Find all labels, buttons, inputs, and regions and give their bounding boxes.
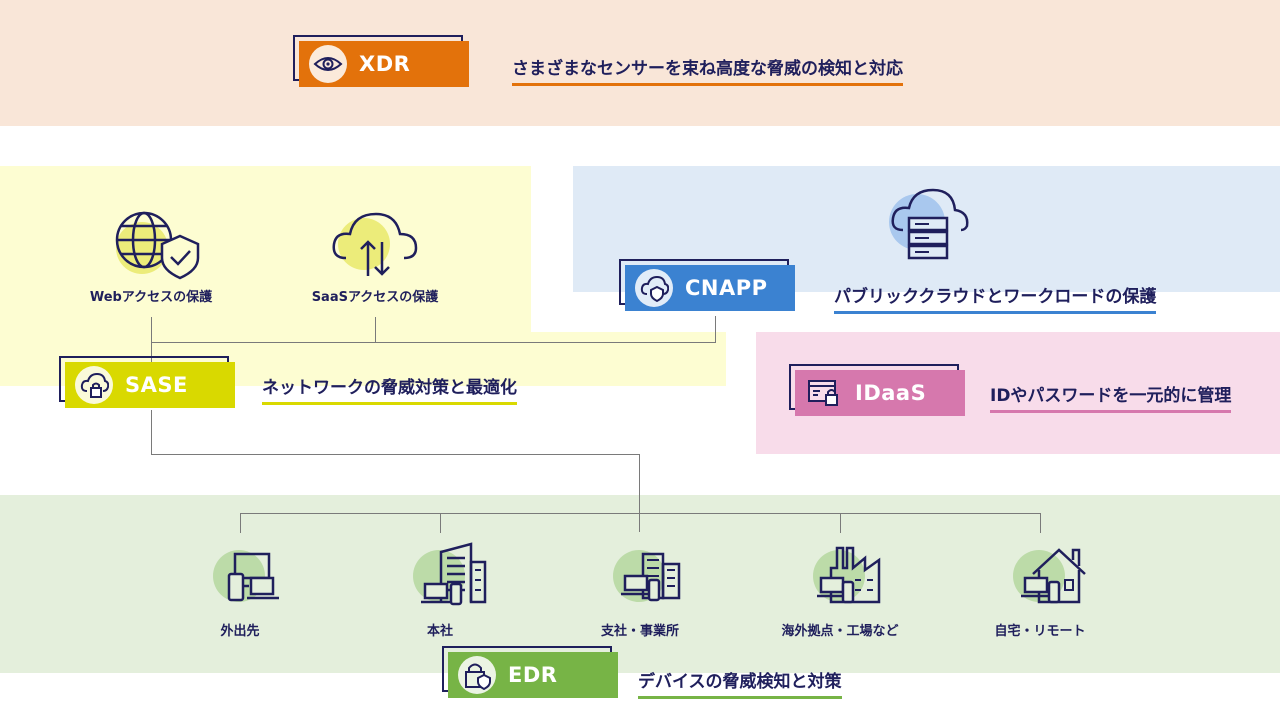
connector-cnapp-down [715,316,716,343]
connector-loc-5 [1040,513,1041,533]
cnapp-badge: CNAPP [619,259,795,311]
cnapp-badge-fill: CNAPP [625,265,795,311]
branch-office-icon [585,540,695,614]
sase-item-web: Webアクセスの保護 [71,206,231,305]
edr-location-overseas: 海外拠点・工場など [760,540,920,639]
connector-loc-1 [240,513,241,533]
edr-label: EDR [508,663,558,687]
factory-icon [785,540,895,614]
cloud-server-icon [865,186,975,260]
sase-description: ネットワークの脅威対策と最適化 [262,373,517,405]
edr-location-label: 自宅・リモート [994,624,1086,639]
idaas-label: IDaaS [855,381,927,405]
sase-item-label: SaaSアクセスの保護 [311,290,439,305]
idaas-badge-fill: IDaaS [795,370,965,416]
cnapp-description: パブリッククラウドとワークロードの保護 [834,282,1157,314]
edr-location-label: 本社 [426,624,453,639]
xdr-badge: XDR [293,35,469,87]
connector-loc-4 [840,513,841,533]
edr-location-label: 支社・事業所 [600,624,679,639]
connector-saas-down [375,317,376,343]
idaas-description: IDやパスワードを一元的に管理 [990,381,1232,413]
sase-badge: SASE [59,356,235,408]
edr-location-outside: 外出先 [160,540,320,639]
edr-badge-fill: EDR [448,652,618,698]
sase-item-label: Webアクセスの保護 [89,290,213,305]
id-lock-icon [805,374,843,412]
cloud-lock-icon [75,366,113,404]
edr-location-branch: 支社・事業所 [560,540,720,639]
connector-horizontal-bottom [240,513,1041,514]
connector-loc-2 [440,513,441,533]
connector-center-down [639,454,640,532]
edr-description: デバイスの脅威検知と対策 [638,667,842,699]
edr-badge: EDR [442,646,618,698]
eye-icon [309,45,347,83]
lock-shield-icon [458,656,496,694]
home-icon [985,540,1095,614]
xdr-section [0,0,1280,126]
headquarters-building-icon [385,540,495,614]
xdr-description: さまざまなセンサーを束ね高度な脅威の検知と対応 [512,54,903,86]
edr-location-headquarters: 本社 [360,540,520,639]
cnapp-label: CNAPP [685,276,768,300]
xdr-label: XDR [359,52,411,76]
connector-horizontal-top [151,342,716,343]
sase-badge-fill: SASE [65,362,235,408]
cloud-shield-icon [635,269,673,307]
connector-web-down [151,317,152,365]
connector-horizontal-mid [151,454,640,455]
cnapp-item [840,186,1000,260]
edr-location-label: 海外拠点・工場など [781,624,899,639]
cloud-transfer-icon [320,206,430,280]
edr-location-label: 外出先 [220,624,260,639]
sase-label: SASE [125,373,188,397]
connector-sase-down [151,410,152,455]
idaas-badge: IDaaS [789,364,965,416]
xdr-badge-fill: XDR [299,41,469,87]
globe-shield-icon [96,206,206,280]
icon-background-circle [813,550,865,602]
devices-icon [185,540,295,614]
sase-item-saas: SaaSアクセスの保護 [295,206,455,305]
edr-location-home: 自宅・リモート [960,540,1120,639]
